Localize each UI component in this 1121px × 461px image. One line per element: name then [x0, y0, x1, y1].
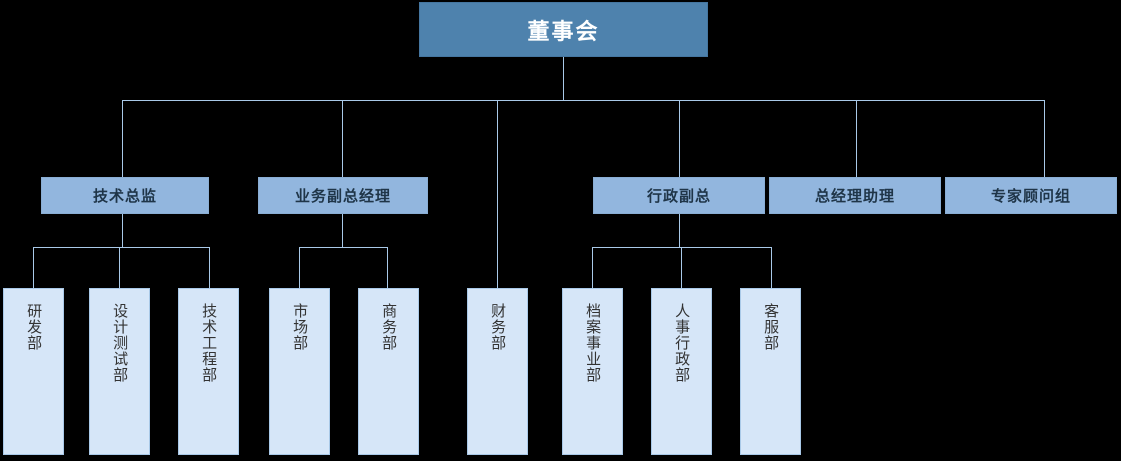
connector-drop-archive-dept	[592, 247, 593, 288]
node-business-vp-label: 业务副总经理	[294, 188, 391, 205]
node-gm-assistant-label: 总经理助理	[814, 188, 895, 205]
node-service-dept-label: 客服部	[762, 303, 780, 351]
node-marketing-dept-label: 市场部	[291, 303, 309, 351]
node-expert-group[interactable]: 专家顾问组	[945, 177, 1117, 214]
connector-drop-finance-dept	[497, 100, 498, 288]
node-commerce-dept[interactable]: 商务部	[358, 288, 419, 455]
connector-bus-business-vp	[299, 247, 387, 248]
connector-top-bus	[122, 100, 1045, 101]
node-commerce-dept-label: 商务部	[380, 303, 398, 351]
node-hr-admin-dept-label: 人事行政部	[673, 303, 691, 383]
connector-stem-tech-director	[122, 214, 123, 247]
connector-drop-business-vp	[342, 100, 343, 177]
node-design-test-dept-label: 设计测试部	[111, 303, 129, 383]
node-admin-vp-label: 行政副总	[646, 188, 711, 205]
connector-drop-design-test-dept	[119, 247, 120, 288]
connector-drop-gm-assistant	[856, 100, 857, 177]
connector-stem-admin-vp	[679, 214, 680, 247]
connector-drop-tech-eng-dept	[209, 247, 210, 288]
node-board[interactable]: 董事会	[419, 2, 708, 57]
node-tech-director[interactable]: 技术总监	[41, 177, 209, 214]
connector-stem-business-vp	[342, 214, 343, 247]
connector-bus-tech-director	[33, 247, 209, 248]
connector-drop-rnd-dept	[33, 247, 34, 288]
node-service-dept[interactable]: 客服部	[740, 288, 801, 455]
node-tech-director-label: 技术总监	[92, 188, 157, 205]
node-rnd-dept-label: 研发部	[25, 303, 43, 351]
node-finance-dept-label: 财务部	[489, 303, 507, 351]
node-design-test-dept[interactable]: 设计测试部	[89, 288, 150, 455]
node-hr-admin-dept[interactable]: 人事行政部	[651, 288, 712, 455]
connector-drop-hr-admin-dept	[681, 247, 682, 288]
node-archive-dept[interactable]: 档案事业部	[562, 288, 623, 455]
node-admin-vp[interactable]: 行政副总	[593, 177, 765, 214]
node-marketing-dept[interactable]: 市场部	[269, 288, 330, 455]
node-archive-dept-label: 档案事业部	[584, 303, 602, 383]
connector-drop-admin-vp	[679, 100, 680, 177]
connector-drop-commerce-dept	[387, 247, 388, 288]
node-tech-eng-dept-label: 技术工程部	[200, 303, 218, 383]
node-tech-eng-dept[interactable]: 技术工程部	[178, 288, 239, 455]
node-finance-dept[interactable]: 财务部	[467, 288, 528, 455]
connector-drop-marketing-dept	[299, 247, 300, 288]
node-gm-assistant[interactable]: 总经理助理	[769, 177, 941, 214]
node-business-vp[interactable]: 业务副总经理	[258, 177, 428, 214]
node-expert-group-label: 专家顾问组	[990, 188, 1071, 205]
connector-root-stem	[563, 57, 564, 100]
connector-drop-expert-group	[1044, 100, 1045, 177]
connector-drop-tech-director	[122, 100, 123, 177]
connector-drop-service-dept	[771, 247, 772, 288]
node-board-label: 董事会	[527, 18, 600, 44]
node-rnd-dept[interactable]: 研发部	[3, 288, 64, 455]
